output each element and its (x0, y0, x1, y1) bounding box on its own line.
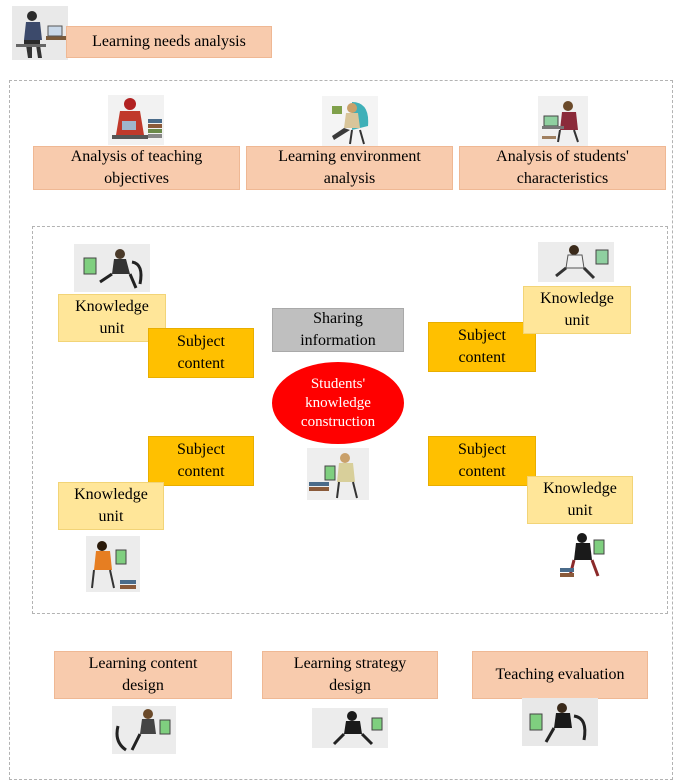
inner-frame (32, 226, 668, 614)
person-reading-icon (108, 95, 164, 145)
person-at-laptop-icon (538, 242, 614, 282)
learning-needs-analysis-box: Learning needs analysis (66, 26, 272, 58)
learning-strategy-design-box: Learning strategy design (262, 651, 438, 699)
subject-content-top-right: Subject content (428, 322, 536, 372)
analysis-teaching-objectives-box: Analysis of teaching objectives (33, 146, 240, 190)
person-at-desk-icon (538, 96, 588, 146)
person-at-laptop-icon (12, 6, 68, 60)
person-at-laptop-icon (312, 708, 388, 748)
person-reading-icon (307, 448, 369, 500)
person-at-desk-icon (558, 528, 610, 580)
learning-environment-analysis-box: Learning environment analysis (246, 146, 453, 190)
students-knowledge-construction-ellipse: Students' knowledge construction (272, 362, 404, 444)
person-in-chair-icon (522, 698, 598, 746)
person-on-stool-icon (112, 706, 176, 754)
subject-content-top-left: Subject content (148, 328, 254, 378)
knowledge-unit-top-right: Knowledge unit (523, 286, 631, 334)
person-on-stool-icon (86, 536, 140, 592)
learning-content-design-box: Learning content design (54, 651, 232, 699)
person-in-chair-icon (322, 96, 378, 146)
knowledge-unit-bottom-left: Knowledge unit (58, 482, 164, 530)
teaching-evaluation-box: Teaching evaluation (472, 651, 648, 699)
subject-content-bottom-left: Subject content (148, 436, 254, 486)
knowledge-unit-bottom-right: Knowledge unit (527, 476, 633, 524)
sharing-information-box: Sharing information (272, 308, 404, 352)
subject-content-bottom-right: Subject content (428, 436, 536, 486)
analysis-students-characteristics-box: Analysis of students' characteristics (459, 146, 666, 190)
person-on-stool-icon (74, 244, 150, 292)
